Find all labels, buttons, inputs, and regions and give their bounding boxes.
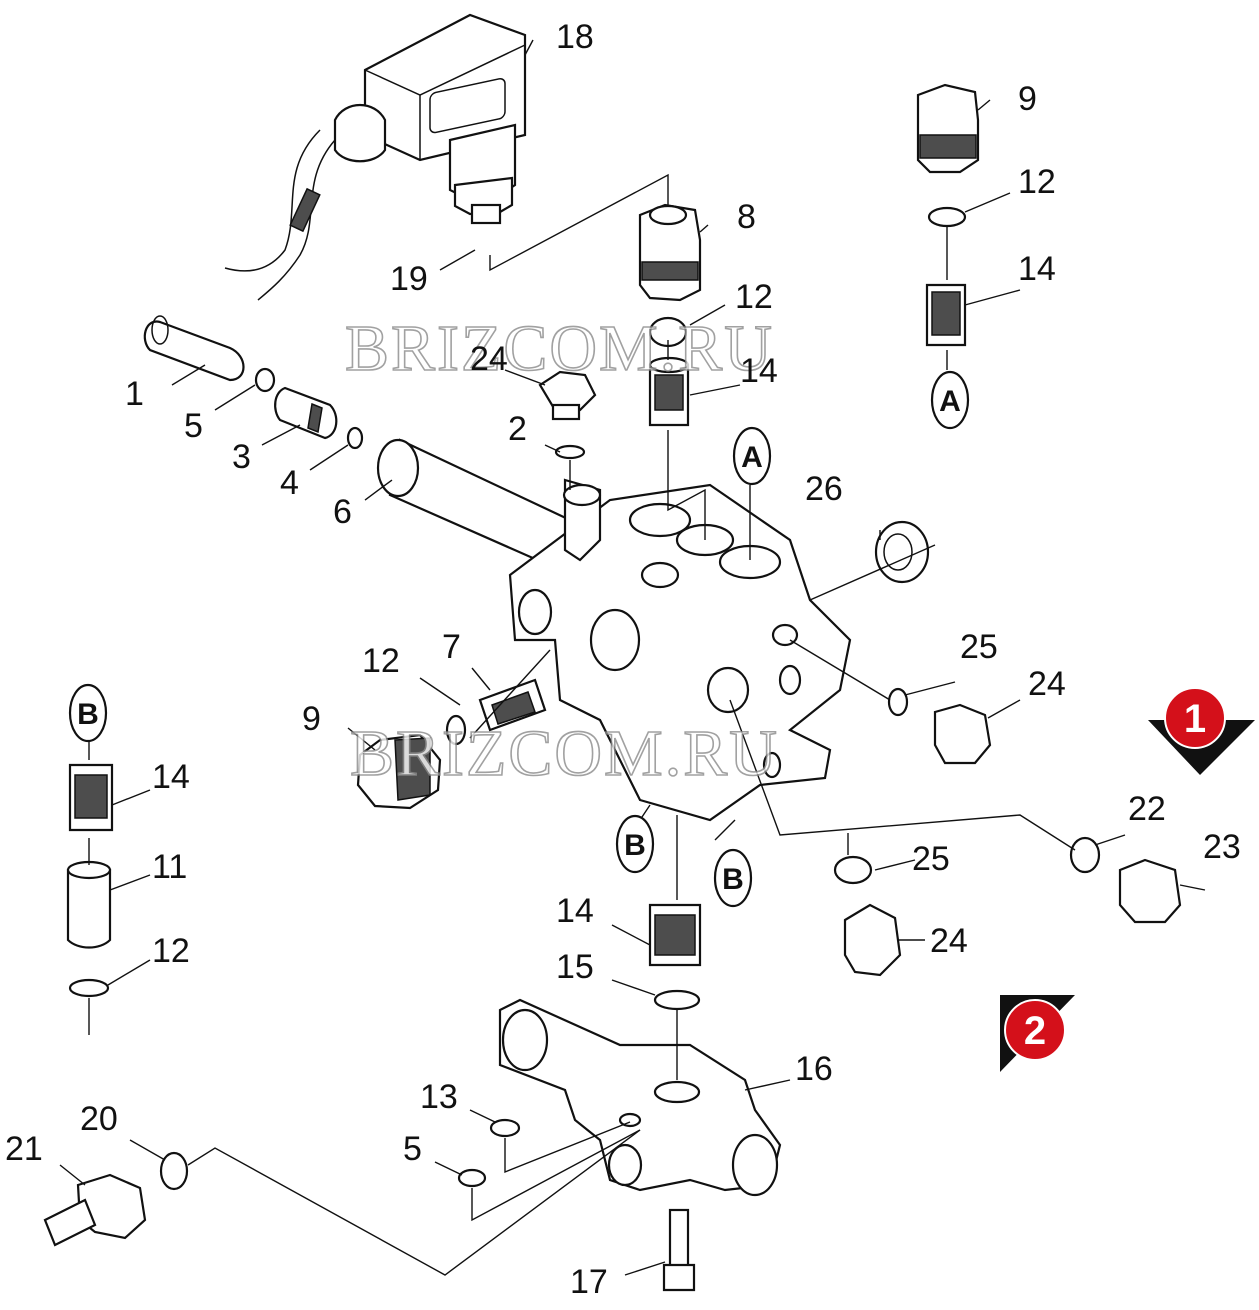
callout-19: 19: [390, 260, 428, 298]
part-22-oring: [1069, 836, 1101, 874]
callout-17: 17: [570, 1263, 608, 1301]
callout-12-left: 12: [362, 642, 400, 680]
svg-text:B: B: [77, 698, 99, 731]
callout-20: 20: [80, 1100, 118, 1138]
marker-1: 1: [1148, 687, 1255, 775]
part-4-oring: [346, 426, 364, 450]
callout-22: 22: [1128, 790, 1166, 828]
part-16-outlet-body: [498, 998, 782, 1197]
part-25-oring-right: [887, 687, 909, 717]
callout-24-bottom: 24: [930, 922, 968, 960]
callout-5-bottom: 5: [403, 1130, 422, 1168]
svg-text:1: 1: [1184, 697, 1206, 741]
connector-label-b-left: B: [68, 683, 108, 743]
callout-12-right: 12: [1018, 163, 1056, 201]
part-21-hose-nipple: [43, 1173, 147, 1247]
callout-25-right: 25: [960, 628, 998, 666]
svg-text:2: 2: [1024, 1009, 1046, 1053]
watermark-middle: BRIZCOM.RU: [350, 717, 779, 790]
main-manifold-body: [508, 478, 852, 822]
part-3-valve-stem: [274, 386, 338, 440]
callout-18: 18: [556, 18, 594, 56]
part-1-cylinder: [143, 315, 245, 382]
part-14-check-valve-right: [925, 283, 967, 347]
callout-11: 11: [152, 848, 187, 886]
callout-numbers: 1 5 3 4 6 18 19 8 12 14 24 2 26 9 12 14 …: [5, 18, 1241, 1301]
callout-1: 1: [125, 375, 144, 413]
part-12-oring-right: [927, 206, 967, 228]
part-24-plug-top: [538, 370, 597, 421]
part-23-plug: [1118, 858, 1182, 924]
part-2-oring: [554, 444, 586, 460]
callout-24-top: 24: [470, 340, 508, 378]
part-8-valve: [638, 203, 702, 302]
part-18-pressure-switch: [224, 13, 527, 301]
callout-3: 3: [232, 438, 251, 476]
part-26-seal: [874, 520, 930, 584]
callout-9-right: 9: [1018, 80, 1037, 118]
callout-14-right: 14: [1018, 250, 1056, 288]
part-15-oring: [653, 989, 701, 1011]
part-9-plug-left: [356, 733, 442, 810]
callout-24-right: 24: [1028, 665, 1066, 703]
callout-5-top: 5: [184, 407, 203, 445]
callout-15: 15: [556, 948, 594, 986]
callout-26: 26: [805, 470, 843, 508]
connector-label-b-right: B: [713, 848, 753, 908]
callout-16: 16: [795, 1050, 833, 1088]
connector-label-b-center: B: [615, 814, 655, 874]
callout-9-left: 9: [302, 700, 321, 738]
part-5-oring-bottom: [457, 1168, 487, 1188]
part-25-oring-bottom: [833, 855, 873, 885]
callout-7: 7: [442, 628, 461, 666]
marker-2: 2: [1000, 995, 1075, 1072]
part-17-bolt: [662, 1208, 696, 1292]
watermark-top: BRIZCOM.RU: [345, 312, 774, 385]
connector-label-a-right: A: [930, 370, 970, 430]
callout-25-bottom: 25: [912, 840, 950, 878]
callout-13: 13: [420, 1078, 458, 1116]
callout-14-center: 14: [740, 352, 778, 390]
callout-8: 8: [737, 198, 756, 236]
callout-21: 21: [5, 1130, 43, 1168]
leader-lines: [59, 39, 1206, 1276]
callout-4: 4: [280, 464, 299, 502]
part-9-plug-right: [916, 83, 980, 174]
callout-6: 6: [333, 493, 352, 531]
svg-text:B: B: [624, 829, 646, 862]
part-12-oring-lower-left: [68, 978, 110, 998]
svg-text:A: A: [741, 441, 763, 474]
part-13-oring: [489, 1118, 521, 1138]
part-14-check-valve-bottom: [648, 903, 702, 967]
part-24-plug-right: [933, 703, 992, 765]
part-14-check-valve-left: [68, 763, 114, 832]
part-14-check-valve-center: [648, 356, 690, 427]
svg-text:B: B: [722, 863, 744, 896]
svg-text:A: A: [939, 385, 961, 418]
part-20-oring: [159, 1151, 189, 1191]
connector-label-a-center: A: [732, 426, 772, 486]
part-24-plug-bottom: [843, 903, 902, 977]
callout-23: 23: [1203, 828, 1241, 866]
part-12-oring-left: [445, 714, 467, 746]
part-5-oring: [254, 367, 276, 393]
callout-12-center: 12: [735, 278, 773, 316]
callout-2: 2: [508, 410, 527, 448]
callout-14-left: 14: [152, 758, 190, 796]
callout-12-lower-left: 12: [152, 932, 190, 970]
part-11-sleeve: [66, 860, 112, 949]
callout-14-bottom: 14: [556, 892, 594, 930]
